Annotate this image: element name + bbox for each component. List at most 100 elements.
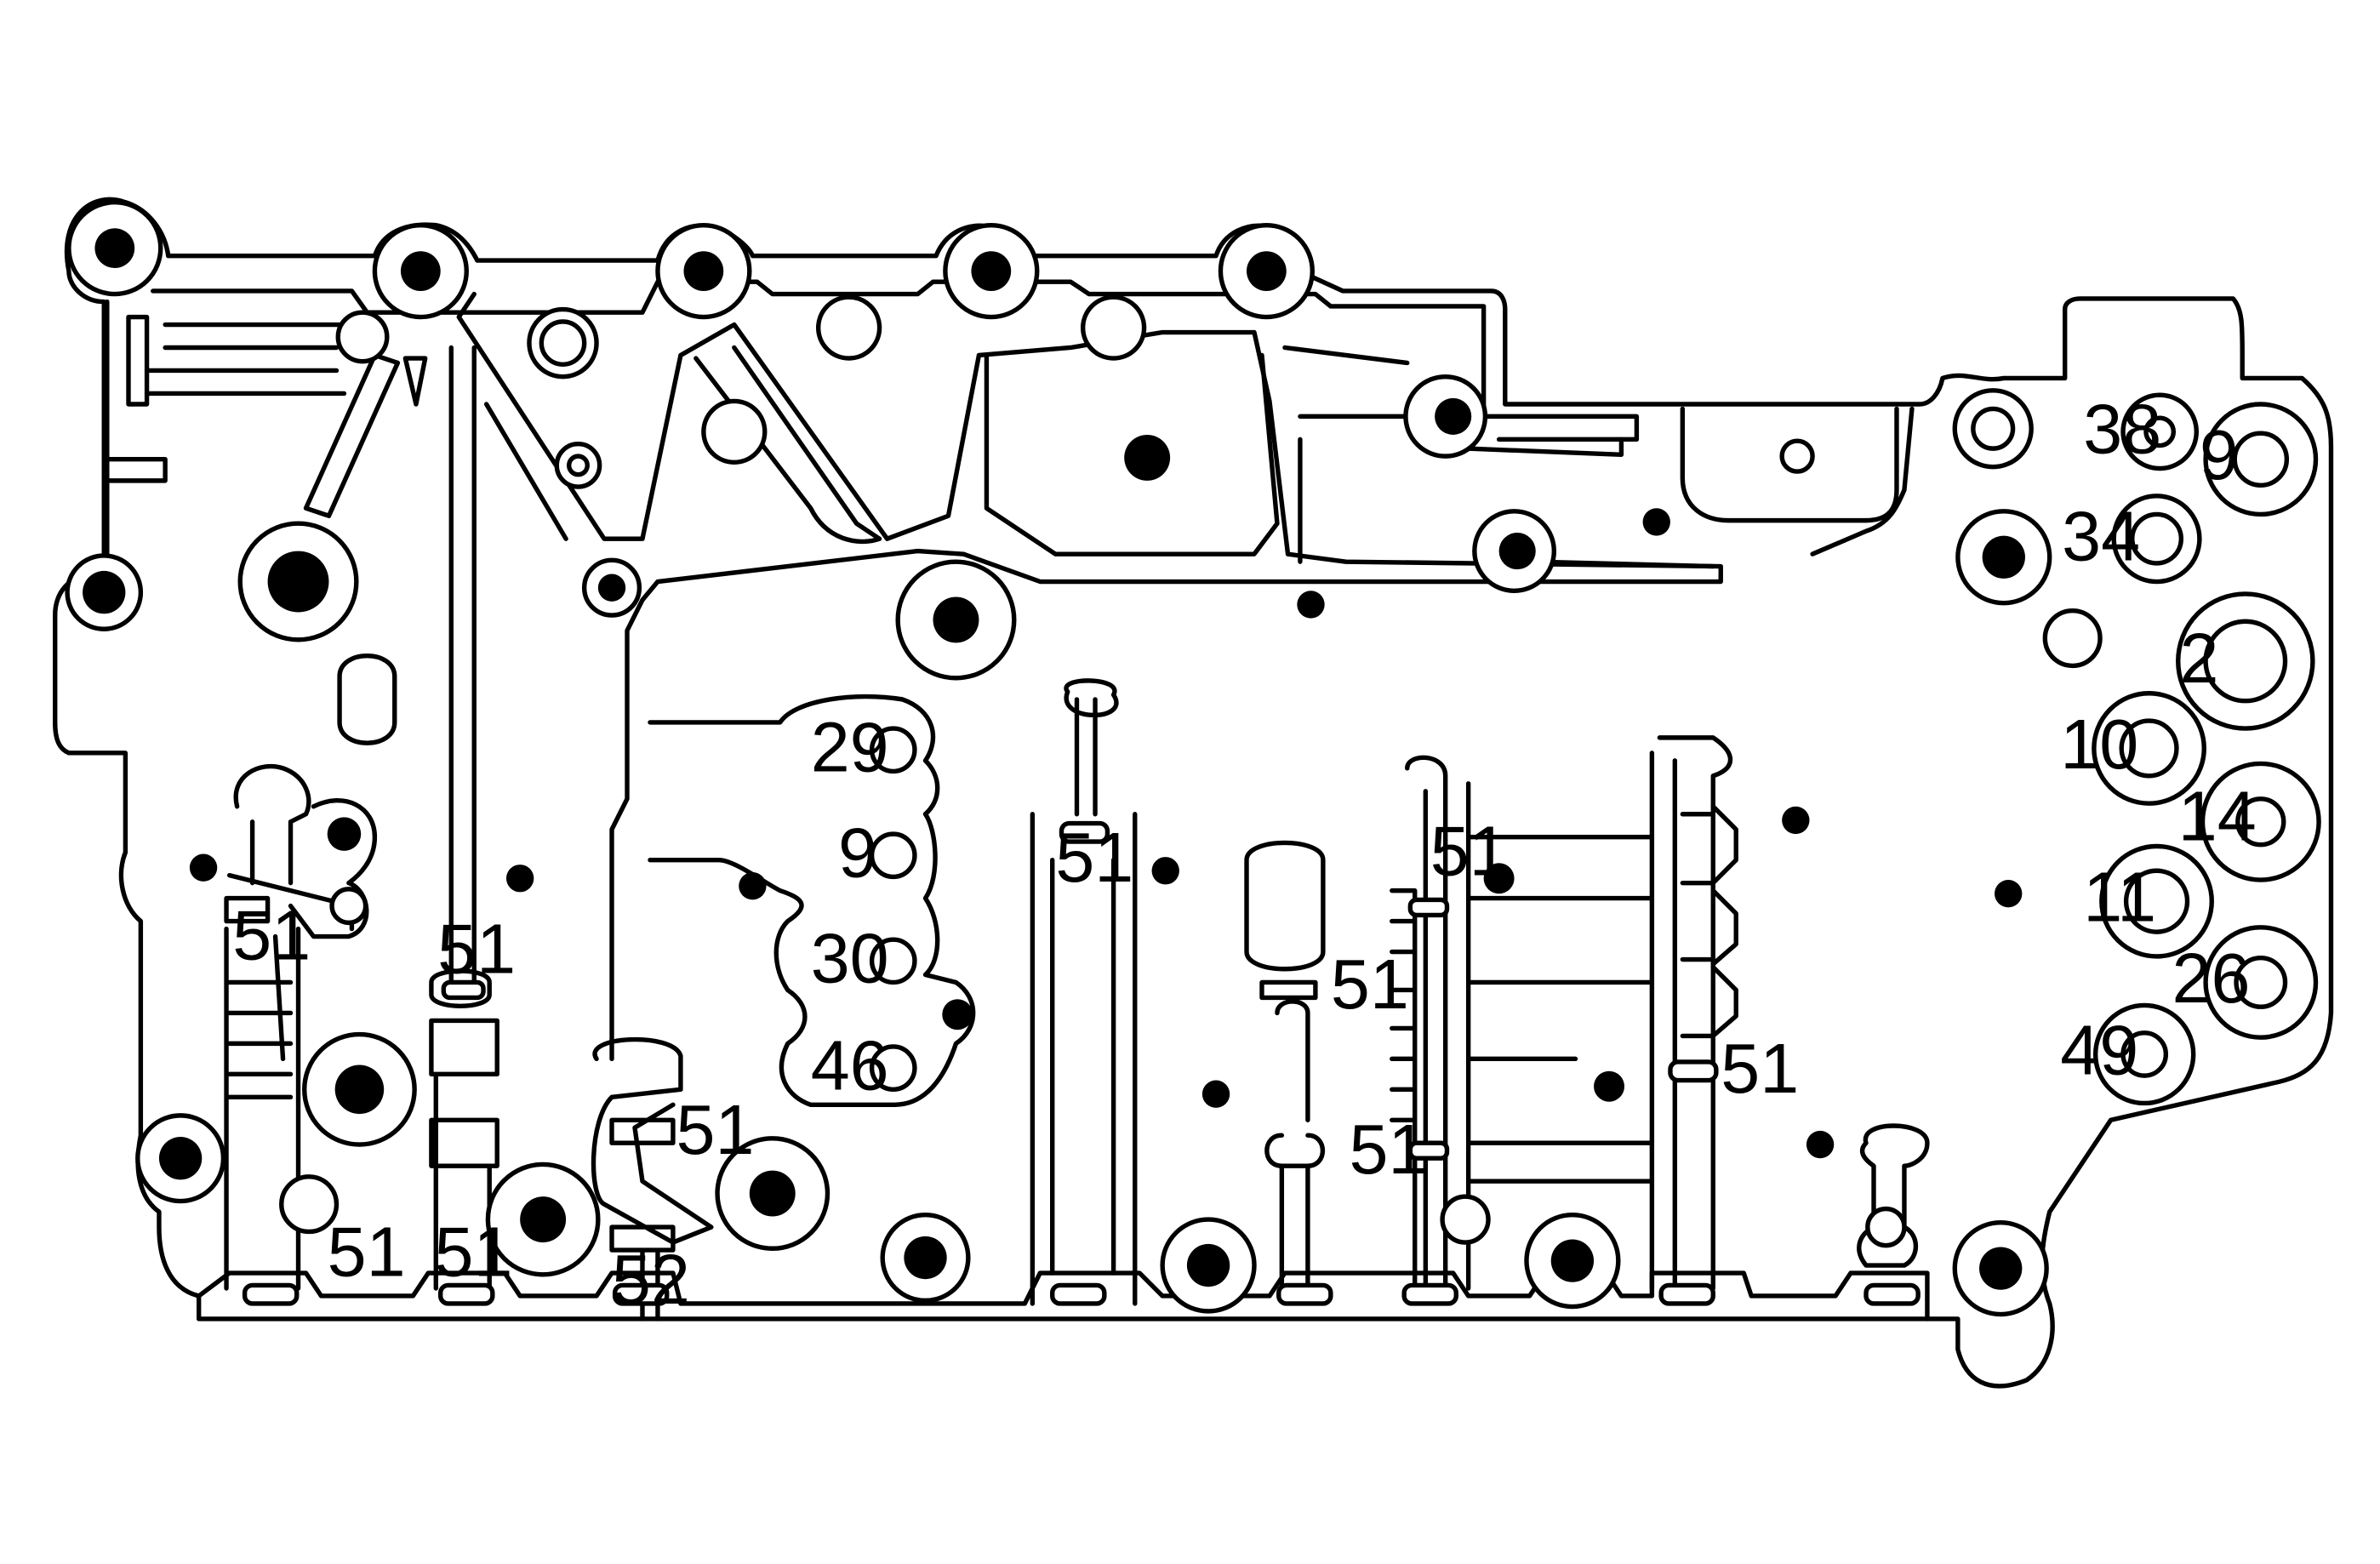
passage-d [1428,437,1715,569]
label-51: 51 [1430,812,1509,891]
bolt-hole [83,570,126,614]
label-51: 51 [232,896,311,975]
valve-rings-left [1390,888,1418,1291]
label-34: 34 [2062,496,2140,575]
valve-mid-left [429,968,499,1291]
label-51: 51 [676,1090,755,1169]
passage-a [456,291,1723,1062]
valve-rings-right [1680,804,1738,1039]
boss-ring [335,310,390,364]
open-port [701,398,768,465]
bolt-hole [1151,857,1179,885]
label-51: 51 [437,910,516,989]
open-port [2119,718,2179,779]
open-port [2120,1030,2169,1078]
plunger [1244,840,1326,1291]
label-51: 51 [1721,1029,1799,1108]
bolt-hole [1782,806,1810,835]
open-port [1779,438,1815,474]
bolt-hole [520,1196,567,1243]
bolt-hole [1297,591,1325,619]
slot-oval [337,654,397,745]
casting-outline [53,197,2334,1389]
slanted-bar [303,352,401,518]
bolt-hole [505,865,534,893]
bolt-hole [739,872,767,900]
slot [612,1282,670,1306]
slot [438,1282,495,1306]
bolt-hole [94,228,135,269]
label-29: 29 [811,707,889,786]
bolt-hole [904,1236,947,1280]
open-port [2143,415,2177,448]
bore-6 [1405,755,1448,1291]
boss-ring [539,319,587,367]
label-26: 26 [2172,939,2251,1018]
bolt-hole [1594,1070,1625,1102]
bolt-hole [1124,434,1171,481]
passage-b [648,694,976,1107]
label-51: 51 [1349,1110,1427,1189]
open-port [2123,868,2190,934]
label-46: 46 [811,1025,889,1105]
open-port [2232,431,2290,488]
bolt-hole [400,251,441,291]
slot [1407,897,1450,918]
bore-4 [1064,678,1119,817]
label-9-left: 9 [838,813,877,892]
label-2: 2 [2180,619,2219,698]
labeled-port [869,1044,917,1093]
label-10: 10 [2060,705,2138,784]
open-port [1440,1194,1491,1245]
open-port [1971,406,2016,451]
label-9-right: 9 [2200,415,2239,494]
bolt-hole [597,574,626,602]
slot [1863,1282,1921,1306]
slot [1407,1140,1450,1161]
slot [1276,1282,1333,1306]
left-frame [105,299,168,602]
open-port [2235,796,2286,848]
bolt-hole [1186,1243,1230,1287]
bolt-hole [1982,535,2025,579]
slot [441,979,486,1001]
label-51: 51 [435,1213,513,1292]
passage-c [1282,345,1410,564]
bolt-hole [1498,532,1536,570]
label-30: 30 [811,918,889,997]
left-slots [144,322,347,397]
bolt-hole [1995,880,2023,908]
bolt-hole [1979,1247,2023,1290]
center-triangle [693,345,882,545]
bolt-hole [158,1137,203,1180]
label-51: 51 [1055,818,1133,897]
label-11: 11 [2083,858,2156,937]
bottom-channel [196,1270,1853,1306]
slot [1050,1282,1107,1306]
bolt-hole [1550,1239,1595,1282]
valve-right-bottom [1848,1123,1930,1321]
bolt-hole [327,817,362,851]
bore-3 [1030,812,1138,1306]
pocket-right [1680,406,1899,523]
left-bracket [288,798,378,939]
label-49: 49 [2060,1010,2138,1089]
labeled-port [869,831,917,880]
pocket-right-lip [1810,406,1915,557]
bolt-hole [1201,1080,1230,1108]
open-port [1080,294,1147,361]
labeled-port [869,726,917,774]
label-51: 51 [328,1213,406,1292]
bolt-hole [1642,508,1670,536]
label-51: 51 [1331,945,1409,1024]
bore-2 [483,402,568,541]
label-38: 38 [2083,390,2161,469]
slot [1658,1282,1715,1306]
open-port [279,1174,340,1235]
bore-5 [1649,735,1732,1291]
slot [242,1282,300,1306]
label-52: 52 [612,1240,690,1319]
bolt-hole [1806,1130,1835,1159]
bolt-hole [1247,251,1287,291]
